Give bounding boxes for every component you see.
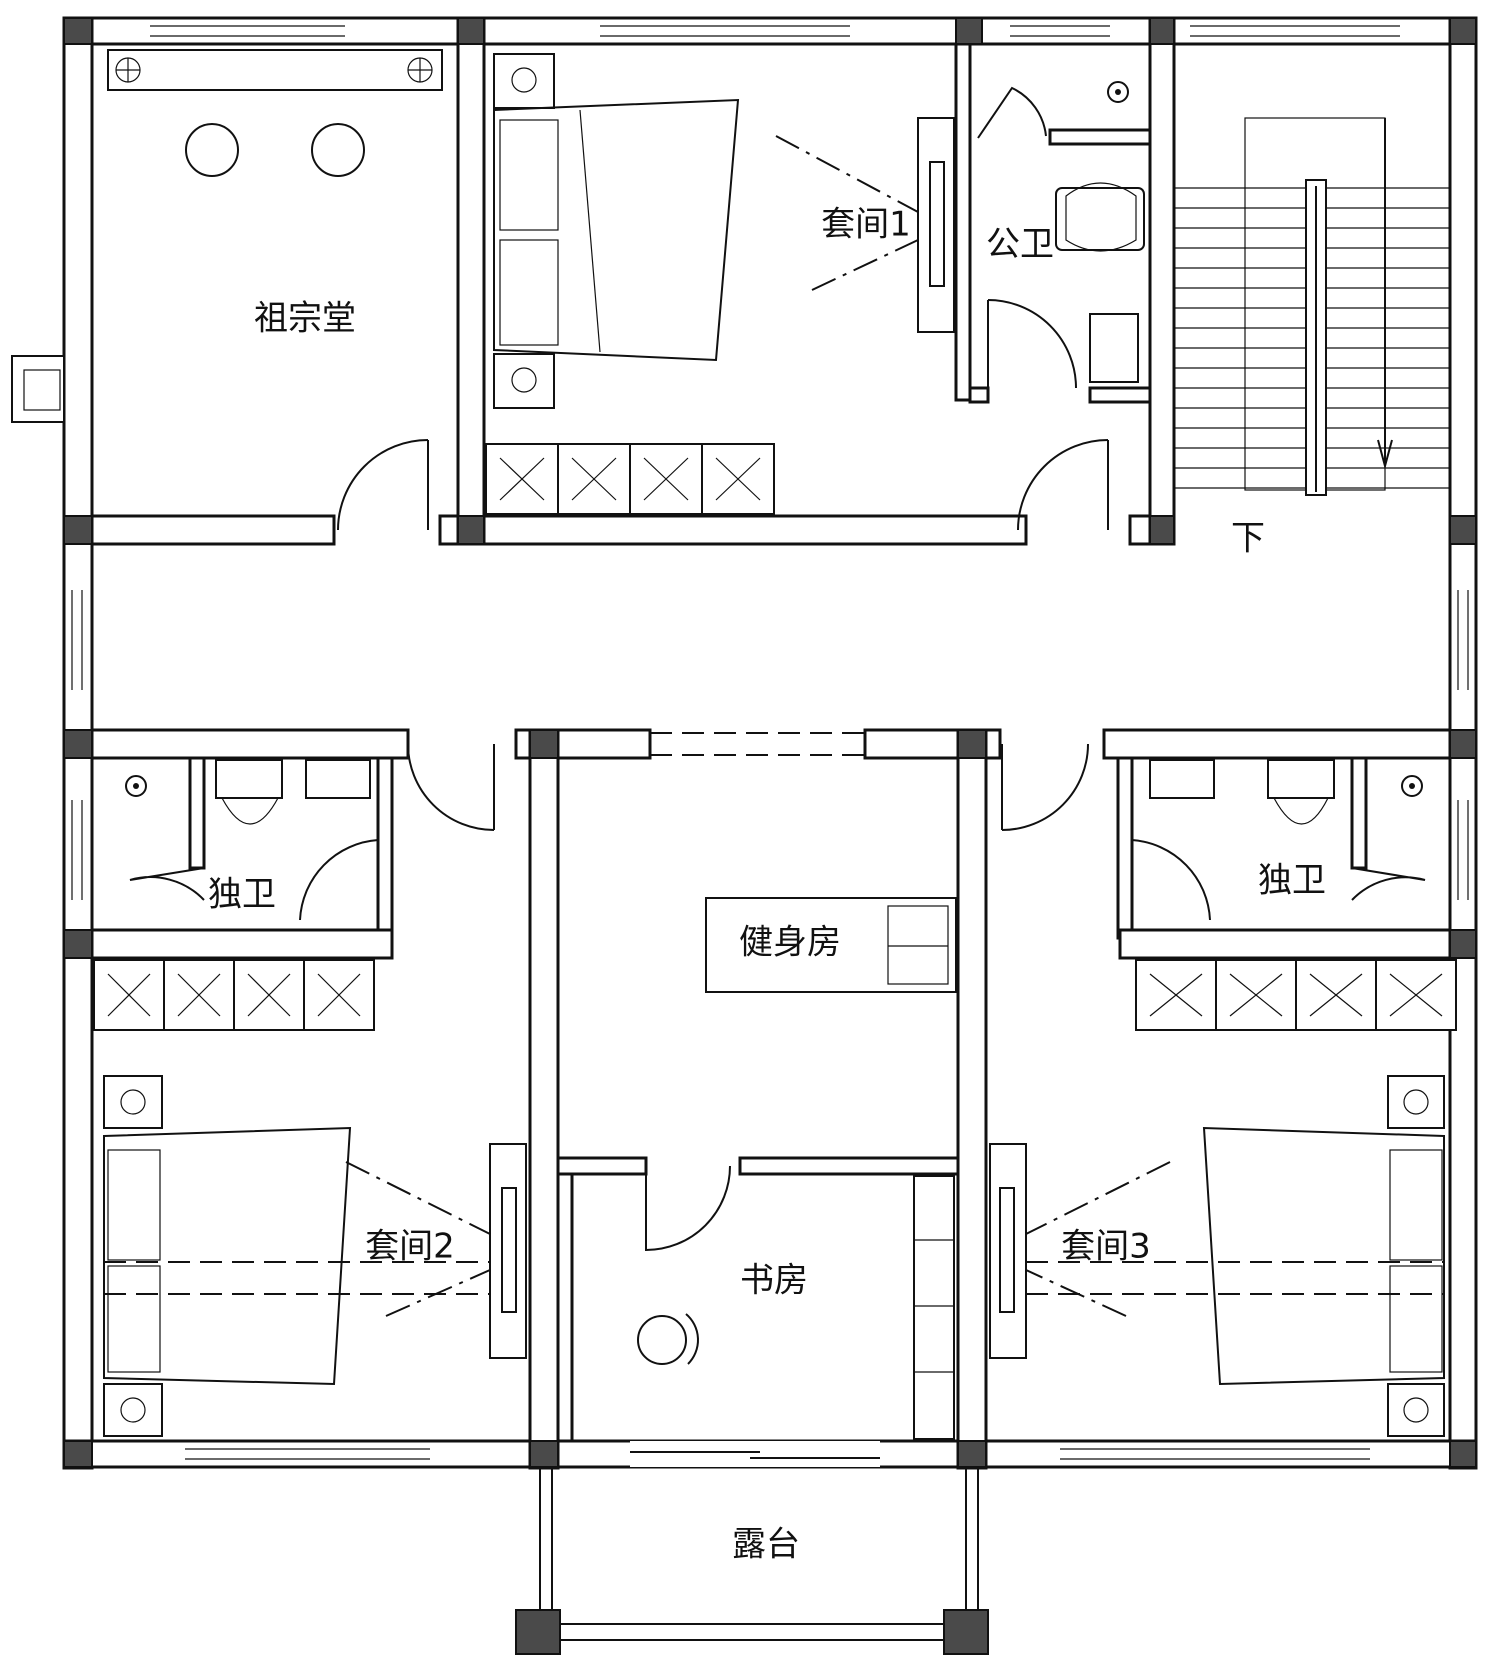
bed-suite-2 bbox=[103, 1075, 352, 1437]
bed-suite-1 bbox=[493, 53, 740, 409]
interior-walls bbox=[90, 16, 1452, 1470]
label-suite-1: 套间1 bbox=[821, 205, 911, 245]
label-private-bath-right: 独卫 bbox=[1258, 861, 1326, 901]
bed-suite-3 bbox=[1202, 1075, 1445, 1437]
bath-fixtures bbox=[125, 81, 1423, 825]
staircase bbox=[1174, 117, 1450, 496]
label-suite-3: 套间3 bbox=[1061, 1227, 1151, 1267]
label-stair-down: 下 bbox=[1231, 519, 1265, 559]
wardrobes bbox=[93, 443, 1457, 1031]
label-suite-2: 套间2 bbox=[365, 1227, 455, 1267]
label-study: 书房 bbox=[740, 1261, 808, 1301]
gym-fixtures bbox=[705, 897, 957, 993]
altar-fixtures bbox=[107, 49, 443, 177]
label-terrace: 露台 bbox=[732, 1525, 800, 1565]
doors bbox=[129, 86, 1426, 1252]
study-fixtures bbox=[637, 1175, 955, 1440]
terrace-railing bbox=[539, 1467, 979, 1641]
label-private-bath-left: 独卫 bbox=[208, 875, 276, 915]
tv-units bbox=[104, 117, 1444, 1359]
structural-columns bbox=[63, 17, 1477, 1655]
label-gym: 健身房 bbox=[739, 923, 841, 963]
label-ancestral-hall: 祖宗堂 bbox=[254, 299, 356, 339]
label-public-bath: 公卫 bbox=[986, 225, 1054, 265]
room-labels: 祖宗堂 套间1 公卫 下 独卫 独卫 健身房 套间2 套间3 书房 露台 bbox=[208, 205, 1326, 1565]
